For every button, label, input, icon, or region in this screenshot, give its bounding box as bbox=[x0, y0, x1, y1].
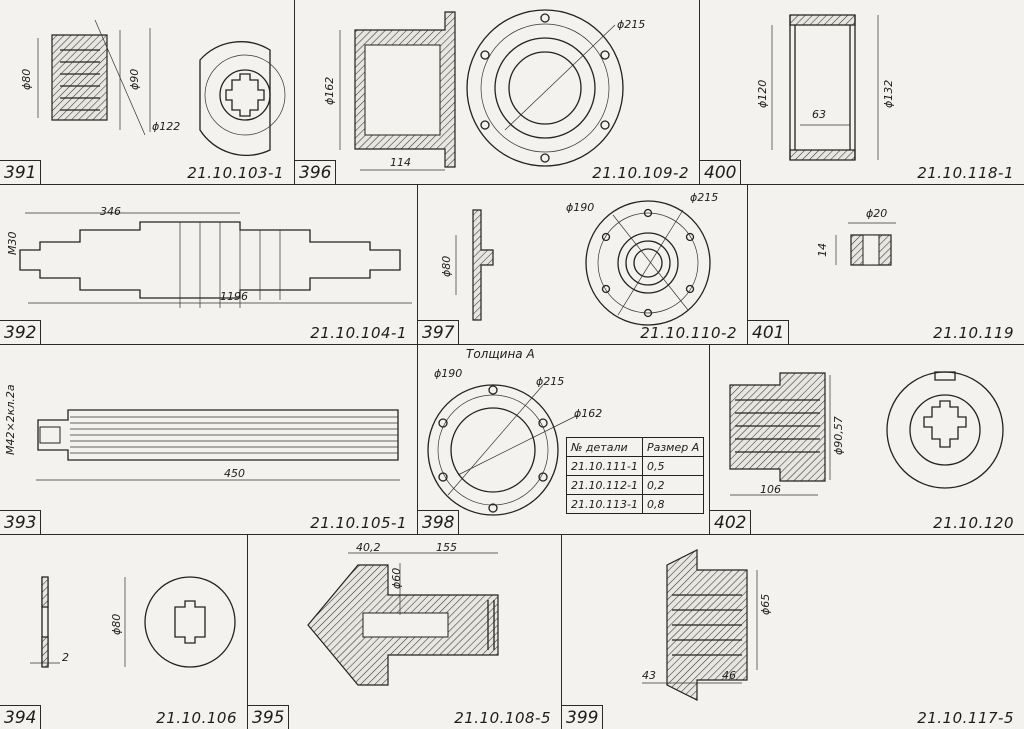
part-code: 21.10.106 bbox=[156, 709, 237, 727]
dim-label: ϕ215 bbox=[617, 18, 646, 31]
part-code: 21.10.118-1 bbox=[917, 164, 1014, 182]
part-cell-395: 40,2 155 ϕ60 395 21.10.108-5 bbox=[248, 535, 562, 729]
part-cell-393: М42×2кл.2а 450 393 21.10.105-1 bbox=[0, 345, 418, 535]
dim-label: 450 bbox=[224, 467, 245, 480]
dim-label: 46 bbox=[722, 669, 736, 682]
dim-label: 14 bbox=[816, 243, 829, 257]
table-header-cell: Размер А bbox=[641, 437, 705, 457]
part-code: 21.10.119 bbox=[933, 324, 1014, 342]
table-cell: 0,8 bbox=[641, 494, 705, 514]
table-row: 21.10.113-1 0,8 bbox=[566, 494, 705, 514]
part-code: 21.10.108-5 bbox=[454, 709, 551, 727]
dim-label: М42×2кл.2а bbox=[4, 384, 17, 455]
dim-label: ϕ90 bbox=[128, 68, 141, 90]
dim-label: ϕ132 bbox=[882, 79, 895, 108]
part-drawing-395 bbox=[248, 535, 562, 729]
part-drawing-396 bbox=[295, 0, 700, 185]
dim-label: 114 bbox=[390, 156, 411, 169]
dim-label: ϕ80 bbox=[440, 255, 453, 277]
table-row: 21.10.112-1 0,2 bbox=[566, 475, 705, 495]
part-cell-400: ϕ120 63 ϕ132 400 21.10.118-1 bbox=[700, 0, 1024, 185]
dim-label: 1196 bbox=[220, 290, 248, 303]
dim-label: ϕ162 bbox=[574, 407, 603, 420]
part-cell-397: ϕ80 ϕ190 ϕ215 397 21.10.110-2 bbox=[418, 185, 748, 345]
part-number: 398 bbox=[418, 510, 460, 534]
part-drawing-393 bbox=[0, 345, 418, 535]
part-number: 392 bbox=[0, 320, 42, 344]
part-drawing-394 bbox=[0, 535, 248, 729]
dim-label: ϕ80 bbox=[110, 613, 123, 635]
part-cell-401: ϕ20 14 401 21.10.119 bbox=[748, 185, 1024, 345]
part-code: 21.10.120 bbox=[933, 514, 1014, 532]
dim-label: ϕ162 bbox=[323, 76, 336, 105]
part-drawing-398 bbox=[418, 345, 710, 535]
dim-label: ϕ190 bbox=[434, 367, 463, 380]
table-cell: 21.10.113-1 bbox=[566, 494, 643, 514]
part-drawing-397 bbox=[418, 185, 748, 345]
dim-label: ϕ60 bbox=[390, 567, 403, 589]
part-number: 402 bbox=[710, 510, 752, 534]
table-cell: 21.10.111-1 bbox=[566, 456, 643, 476]
part-code: 21.10.104-1 bbox=[310, 324, 407, 342]
part-number: 395 bbox=[248, 705, 290, 729]
part-number: 397 bbox=[418, 320, 460, 344]
part-code: 21.10.110-2 bbox=[640, 324, 737, 342]
part-drawing-391 bbox=[0, 0, 295, 185]
dim-label: 43 bbox=[642, 669, 656, 682]
part-drawing-401 bbox=[748, 185, 1024, 345]
dim-label: М30 bbox=[6, 231, 19, 256]
part-code: 21.10.109-2 bbox=[592, 164, 689, 182]
part-cell-399: ϕ65 43 46 399 21.10.117-5 bbox=[562, 535, 1024, 729]
dim-label: ϕ122 bbox=[152, 120, 181, 133]
dim-label: ϕ90,57 bbox=[832, 416, 845, 455]
part-cell-398: Толщина А ϕ190 ϕ215 ϕ162 № детали Размер… bbox=[418, 345, 710, 535]
part-number: 396 bbox=[295, 160, 337, 184]
dim-label: ϕ80 bbox=[20, 68, 33, 90]
dim-label: 346 bbox=[100, 205, 121, 218]
thickness-table: № детали Размер А 21.10.111-1 0,5 21.10.… bbox=[566, 437, 705, 514]
dim-label: 2 bbox=[62, 651, 69, 664]
part-cell-396: ϕ162 114 ϕ215 396 21.10.109-2 bbox=[295, 0, 700, 185]
table-cell: 21.10.112-1 bbox=[566, 475, 643, 495]
dim-label: 106 bbox=[760, 483, 781, 496]
part-code: 21.10.103-1 bbox=[187, 164, 284, 182]
part-drawing-392 bbox=[0, 185, 418, 345]
dim-label: ϕ65 bbox=[759, 593, 772, 615]
part-drawing-400 bbox=[700, 0, 1024, 185]
dim-label: ϕ190 bbox=[566, 201, 595, 214]
table-header-row: № детали Размер А bbox=[566, 437, 705, 457]
part-number: 400 bbox=[700, 160, 742, 184]
table-cell: 0,2 bbox=[641, 475, 705, 495]
dim-label: ϕ215 bbox=[690, 191, 719, 204]
dim-label: ϕ120 bbox=[756, 79, 769, 108]
dim-label: ϕ215 bbox=[536, 375, 565, 388]
part-number: 401 bbox=[748, 320, 790, 344]
part-cell-391: ϕ80 ϕ90 ϕ122 391 21.10.103-1 bbox=[0, 0, 295, 185]
part-number: 393 bbox=[0, 510, 42, 534]
part-cell-402: ϕ90,57 106 402 21.10.120 bbox=[710, 345, 1024, 535]
part-cell-394: ϕ80 2 394 21.10.106 bbox=[0, 535, 248, 729]
part-number: 391 bbox=[0, 160, 42, 184]
part-code: 21.10.105-1 bbox=[310, 514, 407, 532]
dim-label: 40,2 bbox=[356, 541, 381, 554]
dim-label: ϕ20 bbox=[866, 207, 888, 220]
table-row: 21.10.111-1 0,5 bbox=[566, 456, 705, 476]
dim-label: 63 bbox=[812, 108, 826, 121]
table-header-cell: № детали bbox=[566, 437, 643, 457]
part-number: 394 bbox=[0, 705, 42, 729]
part-code: 21.10.117-5 bbox=[917, 709, 1014, 727]
thickness-title: Толщина А bbox=[466, 347, 535, 361]
part-cell-392: М30 346 1196 392 21.10.104-1 bbox=[0, 185, 418, 345]
table-cell: 0,5 bbox=[641, 456, 705, 476]
part-drawing-399 bbox=[562, 535, 1024, 729]
part-number: 399 bbox=[562, 705, 604, 729]
part-drawing-402 bbox=[710, 345, 1024, 535]
dim-label: 155 bbox=[436, 541, 457, 554]
